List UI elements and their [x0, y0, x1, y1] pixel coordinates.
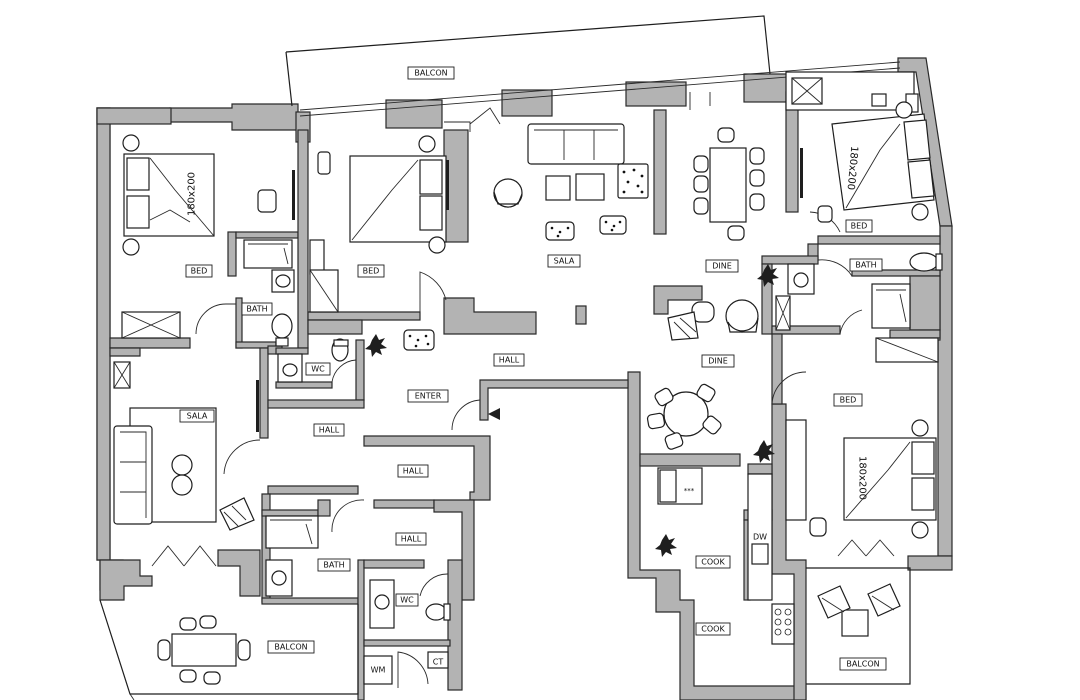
- svg-text:HALL: HALL: [401, 535, 422, 544]
- label-cook-lower: COOK: [695, 622, 731, 636]
- wc-center: [277, 329, 435, 383]
- label-bath-low: BATH: [317, 558, 351, 572]
- label-bed-topright: BED: [845, 219, 873, 233]
- svg-text:BED: BED: [191, 267, 208, 276]
- label-sala-left: SALA: [179, 409, 215, 423]
- balcony-right: [806, 567, 911, 685]
- svg-text:HALL: HALL: [499, 356, 520, 365]
- balcony-left: [99, 545, 359, 700]
- label-wm: WM: [371, 666, 386, 675]
- bath-left: [195, 239, 295, 347]
- bath-low: [265, 499, 365, 597]
- bed-topright: [800, 101, 935, 233]
- label-hall-mid: HALL: [397, 464, 429, 478]
- label-sala-center: SALA: [547, 254, 581, 268]
- label-dine-top: DINE: [705, 259, 739, 273]
- label-bath-right: BATH: [849, 258, 883, 272]
- label-bed-center: BED: [357, 264, 385, 278]
- svg-text:WC: WC: [311, 365, 325, 374]
- dine-top: [689, 92, 765, 241]
- svg-text:BALCON: BALCON: [846, 660, 879, 669]
- bath-right: [775, 252, 943, 335]
- svg-text:BED: BED: [840, 396, 857, 405]
- dine-mid: [646, 264, 807, 463]
- label-bath-left: BATH: [241, 302, 273, 316]
- bed-size-labels: 180x200 180x200 180x200: [187, 146, 868, 500]
- bed-size-topleft: 180x200: [187, 172, 198, 216]
- svg-text:HALL: HALL: [403, 467, 424, 476]
- svg-text:CT: CT: [433, 658, 444, 667]
- svg-text:BALCON: BALCON: [414, 69, 447, 78]
- label-hob: ***: [684, 487, 695, 495]
- bed-topleft: [121, 134, 295, 339]
- svg-text:***: ***: [684, 487, 695, 495]
- svg-text:BED: BED: [851, 222, 868, 231]
- svg-text:DW: DW: [753, 533, 767, 542]
- entrance: [451, 399, 500, 431]
- svg-text:WM: WM: [371, 666, 386, 675]
- label-balcon-top: BALCON: [407, 66, 455, 80]
- kitchen: [655, 467, 795, 686]
- svg-text:SALA: SALA: [187, 412, 208, 421]
- svg-text:COOK: COOK: [701, 625, 725, 634]
- label-cook-upper: COOK: [695, 555, 731, 569]
- label-ct: CT: [433, 658, 444, 667]
- svg-text:BATH: BATH: [855, 261, 876, 270]
- svg-text:HALL: HALL: [319, 426, 340, 435]
- balcony-top: [285, 15, 919, 117]
- label-hall-center: HALL: [493, 353, 525, 367]
- sala-left: [113, 361, 261, 531]
- bed-center: [309, 135, 449, 313]
- label-wc-center: WC: [305, 362, 331, 376]
- room-labels: BALCON BED BATH BED SALA DINE BED BATH W…: [179, 66, 887, 675]
- sala-center: [444, 107, 649, 325]
- bed-size-right: 180x200: [857, 456, 868, 500]
- interior-walls: [109, 91, 941, 700]
- svg-text:DINE: DINE: [712, 262, 732, 271]
- svg-text:COOK: COOK: [701, 558, 725, 567]
- label-wc-low: WC: [395, 593, 419, 607]
- label-balcon-left: BALCON: [267, 640, 315, 654]
- svg-text:ENTER: ENTER: [415, 392, 442, 401]
- svg-text:BATH: BATH: [246, 305, 267, 314]
- label-hall-left: HALL: [313, 423, 345, 437]
- label-bed-right: BED: [833, 393, 863, 407]
- label-balcon-right: BALCON: [839, 657, 887, 671]
- label-bed-topleft: BED: [185, 264, 213, 278]
- label-enter: ENTER: [407, 389, 449, 403]
- bed-right: [785, 337, 939, 557]
- svg-text:BATH: BATH: [323, 561, 344, 570]
- svg-text:BED: BED: [363, 267, 380, 276]
- label-dw: DW: [753, 533, 767, 542]
- label-hall-low: HALL: [395, 532, 427, 546]
- label-dine-mid: DINE: [701, 354, 735, 368]
- svg-text:SALA: SALA: [554, 257, 575, 266]
- svg-text:DINE: DINE: [708, 357, 728, 366]
- bed-size-topright: 180x200: [845, 146, 860, 191]
- wc-low: [363, 573, 451, 688]
- svg-text:BALCON: BALCON: [274, 643, 307, 652]
- svg-text:WC: WC: [400, 596, 414, 605]
